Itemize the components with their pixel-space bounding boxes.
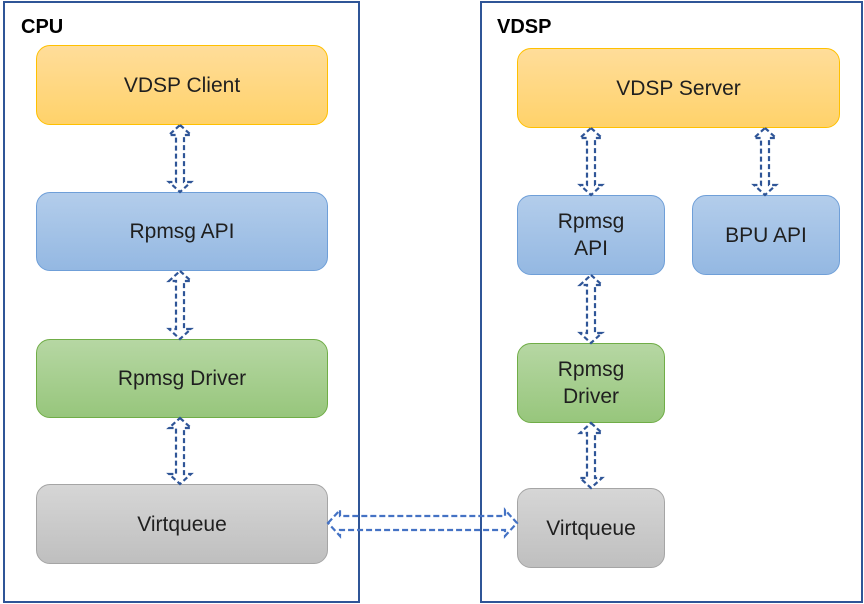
arrow-vdsp-server-api (577, 126, 605, 197)
arrow-vdsp-api-driver (577, 273, 605, 345)
vdsp-rpmsg-api-block[interactable]: Rpmsg API (517, 195, 665, 275)
cpu-rpmsg-driver-label: Rpmsg Driver (117, 367, 247, 390)
vdsp-virtqueue-label: Virtqueue (546, 516, 636, 540)
arrow-cpu-vdsp-virtqueue (326, 507, 519, 539)
arrow-cpu-api-driver (166, 269, 194, 341)
vdsp-virtqueue-block[interactable]: Virtqueue (517, 488, 665, 568)
vdsp-rpmsg-driver-block[interactable]: Rpmsg Driver (517, 343, 665, 423)
vdsp-panel-title: VDSP (497, 16, 552, 38)
cpu-rpmsg-api-block[interactable]: Rpmsg API (36, 192, 328, 271)
vdsp-bpu-api-label: BPU API (725, 223, 807, 247)
cpu-vdsp-client-block[interactable]: VDSP Client (36, 45, 328, 125)
vdsp-rpmsg-api-label: Rpmsg API (557, 210, 625, 260)
cpu-virtqueue-block[interactable]: Virtqueue (36, 484, 328, 564)
vdsp-bpu-api-block[interactable]: BPU API (692, 195, 840, 275)
arrow-vdsp-driver-virtqueue (577, 421, 605, 490)
vdsp-server-label: VDSP Server (616, 76, 741, 100)
vdsp-server-block[interactable]: VDSP Server (517, 48, 840, 128)
arrow-cpu-client-api (166, 123, 194, 194)
cpu-virtqueue-label: Virtqueue (137, 512, 227, 536)
cpu-rpmsg-driver-block[interactable]: Rpmsg Driver (36, 339, 328, 418)
vdsp-rpmsg-driver-label: Rpmsg Driver (557, 358, 625, 408)
cpu-rpmsg-api-label: Rpmsg API (129, 220, 235, 243)
cpu-vdsp-client-label: VDSP Client (123, 73, 241, 97)
cpu-panel-title: CPU (21, 16, 64, 38)
arrow-vdsp-server-bpu (751, 126, 779, 197)
arrow-cpu-driver-virtqueue (166, 416, 194, 486)
